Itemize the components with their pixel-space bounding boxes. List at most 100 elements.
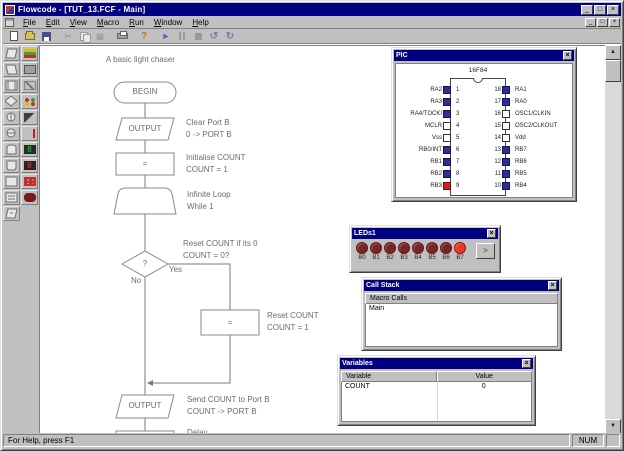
document-system-icon[interactable] xyxy=(5,17,14,27)
pause-button[interactable] xyxy=(174,30,190,43)
begin-shape[interactable] xyxy=(113,81,177,104)
pin-square[interactable] xyxy=(502,158,510,166)
variables-close-icon[interactable]: × xyxy=(522,359,531,368)
close-icon[interactable]: × xyxy=(607,4,619,15)
pin-square[interactable] xyxy=(502,134,510,142)
decision-tool-button[interactable] xyxy=(3,94,20,109)
flowchart-canvas[interactable]: A basic light chaser BEGIN OUTPUT Clear … xyxy=(39,45,607,434)
minimize-icon[interactable]: _ xyxy=(581,4,593,15)
maximize-icon[interactable]: □ xyxy=(594,4,606,15)
led-item[interactable]: B3 xyxy=(397,242,411,261)
paste-button[interactable]: ▤ xyxy=(92,30,108,43)
calculation-tool-button[interactable] xyxy=(3,174,20,189)
output-tool-button[interactable] xyxy=(3,62,20,77)
variable-row[interactable]: COUNT 0 xyxy=(342,382,531,391)
string-tool-button[interactable] xyxy=(3,190,20,205)
sevenseg-red-component-button[interactable]: 8 xyxy=(21,158,38,173)
pin-square[interactable] xyxy=(443,122,451,130)
decision-shape[interactable] xyxy=(120,250,170,278)
menu-view[interactable]: View xyxy=(69,17,87,27)
keypad-component-button[interactable] xyxy=(21,174,38,189)
menu-window[interactable]: Window xyxy=(153,17,183,27)
calc2-shape[interactable] xyxy=(200,309,260,336)
value-column-header[interactable]: Value xyxy=(436,371,532,382)
output1-shape[interactable] xyxy=(115,117,175,141)
pin-square[interactable] xyxy=(443,98,451,106)
mdi-restore-icon[interactable]: □ xyxy=(597,17,608,27)
new-file-button[interactable] xyxy=(6,30,22,43)
led-item[interactable]: B0 xyxy=(355,242,369,261)
leds-properties-button[interactable]: > xyxy=(476,243,495,259)
macro-tool-button[interactable] xyxy=(3,78,20,93)
scrollbar-thumb[interactable] xyxy=(605,60,621,82)
pic-close-icon[interactable]: × xyxy=(563,51,572,60)
pin-square[interactable] xyxy=(443,170,451,178)
leds-window-titlebar[interactable]: LEDs1 × xyxy=(352,228,498,239)
pin-square[interactable] xyxy=(502,86,510,94)
scroll-up-icon[interactable]: ▲ xyxy=(605,45,621,60)
led-dots-component-button[interactable] xyxy=(21,94,38,109)
menu-run[interactable]: Run xyxy=(129,17,144,27)
switch-component-button[interactable] xyxy=(21,78,38,93)
step-over-button[interactable]: ↻ xyxy=(222,30,238,43)
leds-close-icon[interactable]: × xyxy=(487,229,496,238)
pin-square[interactable] xyxy=(443,146,451,154)
title-bar[interactable]: Flowcode - [TUT_13.FCF - Main] _ □ × xyxy=(3,3,621,16)
print-button[interactable] xyxy=(114,30,130,43)
jump-tool-button[interactable] xyxy=(3,126,20,141)
pin-square[interactable] xyxy=(502,122,510,130)
open-file-button[interactable] xyxy=(22,30,38,43)
output2-shape[interactable] xyxy=(115,394,175,419)
connection-tool-button[interactable] xyxy=(3,110,20,125)
lcd-component-button[interactable] xyxy=(21,62,38,77)
delay-shape[interactable] xyxy=(115,430,175,434)
pic-window-titlebar[interactable]: PIC × xyxy=(394,50,574,61)
led-item[interactable]: B4 xyxy=(411,242,425,261)
macro-calls-column-header[interactable]: Macro Calls xyxy=(365,293,558,304)
copy-button[interactable] xyxy=(76,30,92,43)
rs232-component-button[interactable] xyxy=(21,190,38,205)
loop-start-tool-button[interactable] xyxy=(3,142,20,157)
help-button[interactable]: ? xyxy=(136,30,152,43)
stop-button[interactable] xyxy=(190,30,206,43)
led-item[interactable]: B1 xyxy=(369,242,383,261)
callstack-close-icon[interactable]: × xyxy=(548,281,557,290)
vertical-scrollbar[interactable]: ▲ ▼ xyxy=(605,45,621,434)
pin-square[interactable] xyxy=(502,146,510,154)
callstack-item[interactable]: Main xyxy=(369,305,385,312)
cut-button[interactable]: ✂ xyxy=(60,30,76,43)
adc-component-button[interactable] xyxy=(21,110,38,125)
pin-square[interactable] xyxy=(443,134,451,142)
led-item[interactable]: B5 xyxy=(425,242,439,261)
pin-square[interactable] xyxy=(443,86,451,94)
menu-file[interactable]: File xyxy=(23,17,36,27)
led-item[interactable]: B6 xyxy=(439,242,453,261)
scroll-down-icon[interactable]: ▼ xyxy=(605,419,621,434)
menu-help[interactable]: Help xyxy=(192,17,209,27)
variables-window-titlebar[interactable]: Variables × xyxy=(340,358,533,369)
delay-tool-button[interactable] xyxy=(3,206,20,221)
save-button[interactable] xyxy=(38,30,54,43)
calc1-shape[interactable] xyxy=(115,152,175,176)
variable-column-header[interactable]: Variable xyxy=(341,371,437,382)
pin-square[interactable] xyxy=(502,170,510,178)
thermometer-component-button[interactable] xyxy=(21,126,38,141)
pin-square[interactable] xyxy=(443,158,451,166)
menu-macro[interactable]: Macro xyxy=(96,17,120,27)
pin-square[interactable] xyxy=(502,182,510,190)
led-item[interactable]: B7 xyxy=(453,242,467,261)
pin-square[interactable] xyxy=(443,182,451,190)
ledbar-component-button[interactable] xyxy=(21,46,38,61)
pin-square[interactable] xyxy=(443,110,451,118)
input-tool-button[interactable] xyxy=(3,46,20,61)
loop-shape[interactable] xyxy=(113,187,177,215)
sevenseg-green-component-button[interactable]: 8 xyxy=(21,142,38,157)
loop-end-tool-button[interactable] xyxy=(3,158,20,173)
pin-square[interactable] xyxy=(502,110,510,118)
run-button[interactable]: ► xyxy=(158,30,174,43)
menu-edit[interactable]: Edit xyxy=(45,17,60,27)
led-item[interactable]: B2 xyxy=(383,242,397,261)
mdi-minimize-icon[interactable]: _ xyxy=(585,17,596,27)
pin-square[interactable] xyxy=(502,98,510,106)
callstack-window-titlebar[interactable]: Call Stack × xyxy=(364,280,559,291)
